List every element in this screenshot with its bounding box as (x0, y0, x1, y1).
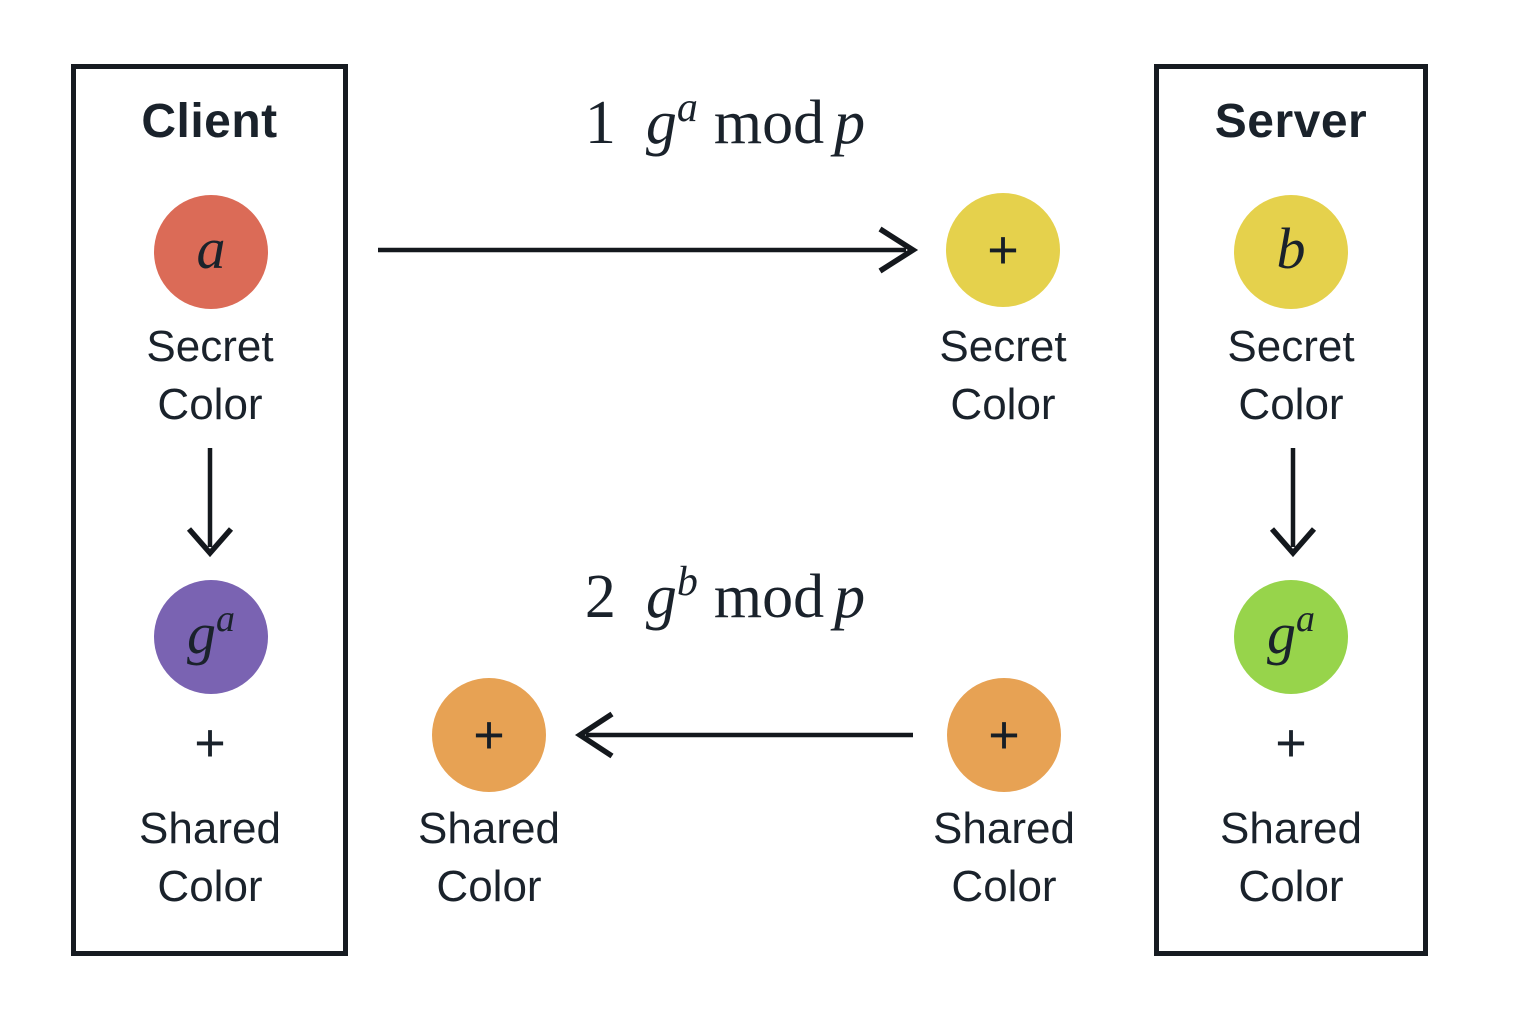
arrow-client-mix-down (186, 448, 234, 558)
arrow-server-mix-down (1269, 448, 1317, 558)
arrow-client-to-server (378, 226, 919, 274)
arrow-server-to-client (574, 711, 913, 759)
